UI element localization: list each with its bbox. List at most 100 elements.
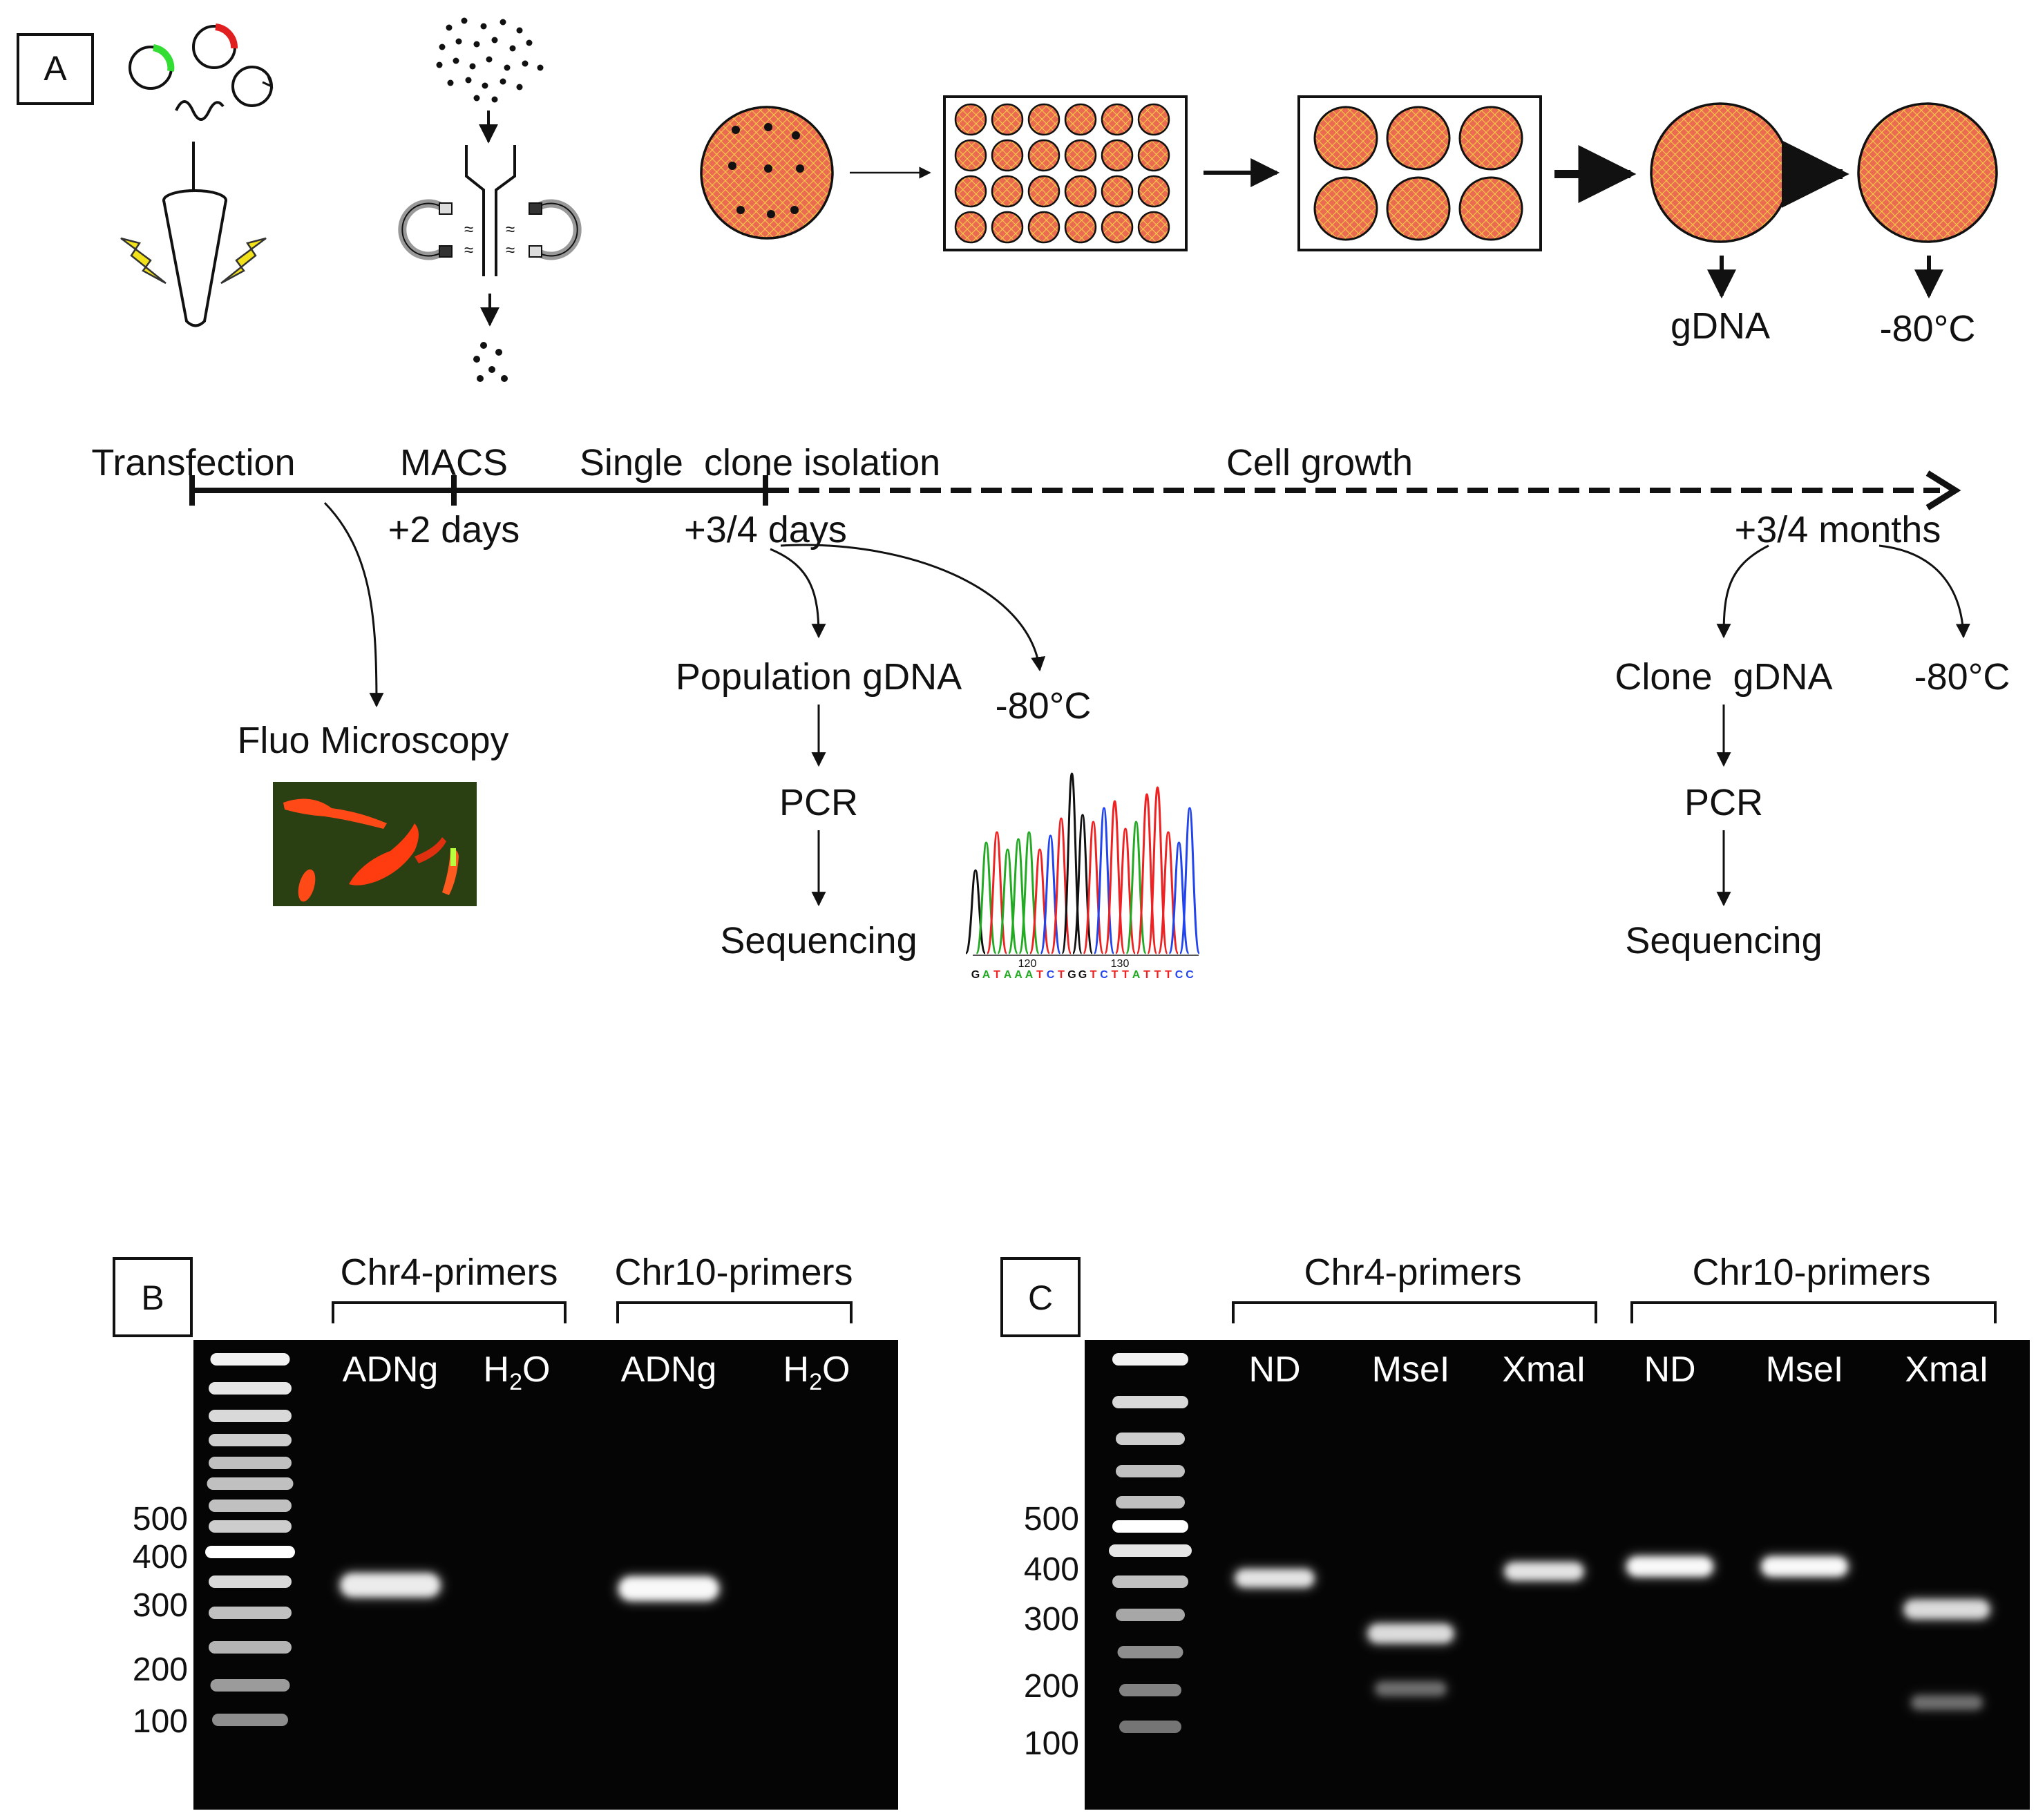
gel-b-bands: [339, 1572, 721, 1602]
gel-c-bands: [1233, 1555, 1992, 1712]
ladder-band: [1112, 1520, 1188, 1533]
ladder-band: [1112, 1396, 1188, 1408]
time-plus-2-days: +2 days: [388, 509, 520, 550]
time-plus-3-4-months: +3/4 months: [1735, 509, 1941, 550]
ladder-band: [209, 1382, 292, 1395]
sample-band: [620, 1578, 718, 1600]
seed-colonies: [728, 123, 804, 218]
ladder-band: [212, 1714, 288, 1726]
chromatogram-base: T: [1112, 969, 1119, 981]
panel-b-bracket-chr4: [332, 1301, 567, 1323]
gel-b-ladder-300: 300: [133, 1587, 188, 1624]
panel-a-letter: A: [44, 49, 67, 88]
sample-band: [1762, 1558, 1847, 1575]
seed-dish: [700, 106, 834, 240]
chromatogram-tick-2: 130: [1111, 958, 1130, 970]
panel-b-group-chr10: Chr10-primers: [614, 1252, 853, 1293]
panel-c-group-chr10: Chr10-primers: [1692, 1252, 1930, 1293]
sample-band: [1905, 1600, 1989, 1618]
clone-pcr-label: PCR: [1684, 782, 1763, 823]
svg-text:≈: ≈: [506, 241, 515, 260]
ladder-band: [209, 1457, 292, 1469]
clone-gdna-label: Clone gDNA: [1615, 656, 1832, 698]
chromatogram-peak: [1168, 841, 1190, 955]
chromatogram-base: C: [1175, 969, 1183, 981]
panel-a: A: [17, 17, 2010, 981]
chromatogram-base: C: [1186, 969, 1194, 981]
chromatogram-base: A: [1014, 969, 1022, 981]
chromatogram-base: A: [1132, 969, 1141, 981]
sample-band: [1376, 1682, 1446, 1696]
gel-b-ladder-100: 100: [133, 1703, 188, 1740]
chromatogram-peak: [1179, 807, 1201, 955]
sample-band: [1505, 1563, 1583, 1580]
chromatogram-base: G: [1067, 969, 1076, 981]
gel-c-ladder-300: 300: [1024, 1601, 1079, 1638]
population-gdna-label: Population gDNA: [676, 656, 962, 698]
chromatogram-base: T: [1090, 969, 1097, 981]
chromatogram-base: T: [1165, 969, 1172, 981]
culture-progression: gDNA -80°C: [700, 95, 1998, 349]
sample-band: [341, 1574, 439, 1596]
stage-cell-growth: Cell growth: [1226, 442, 1413, 483]
ladder-band: [209, 1520, 292, 1533]
ladder-band: [1117, 1646, 1183, 1658]
panel-c: C Chr4-primers Chr10-primers ND MseI Xma…: [1000, 1252, 2030, 1810]
panel-c-letter: C: [1028, 1278, 1053, 1317]
ladder-band: [205, 1546, 295, 1558]
ladder-band: [209, 1410, 292, 1422]
panel-c-bracket-chr4: [1232, 1301, 1597, 1323]
gel-b-lane-2: H2O: [484, 1350, 551, 1395]
gel-c-lane-6: XmaI: [1905, 1350, 1988, 1390]
ladder-band: [1119, 1721, 1181, 1733]
clone-sequencing-label: Sequencing: [1625, 920, 1822, 961]
transfection-icon: [120, 23, 274, 327]
chromatogram-base: T: [1036, 969, 1043, 981]
gel-c-lane-1: ND: [1248, 1350, 1300, 1390]
chromatogram-base: A: [982, 969, 991, 981]
chromatogram-base: C: [1100, 969, 1108, 981]
ladder-band: [209, 1434, 292, 1446]
plate-6-wells: [1313, 106, 1523, 241]
panel-b-group-chr4: Chr4-primers: [340, 1252, 558, 1293]
ladder-band: [210, 1353, 290, 1366]
ladder-band: [1112, 1575, 1188, 1588]
macs-cells-top: [436, 17, 544, 103]
panel-b-bracket-chr10: [616, 1301, 853, 1323]
chromatogram-base: T: [1122, 969, 1129, 981]
clone-freeze-label: -80°C: [1914, 656, 2010, 698]
gel-b-ladder-500: 500: [133, 1501, 188, 1538]
panel-c-group-chr4: Chr4-primers: [1304, 1252, 1521, 1293]
stage-clone-isolation: Single clone isolation: [580, 442, 940, 483]
ladder-band: [1116, 1609, 1185, 1621]
sample-band: [1369, 1625, 1453, 1642]
population-freeze-label: -80°C: [996, 685, 1092, 727]
gel-b: [193, 1340, 898, 1810]
panel-a-letter-box: [17, 33, 94, 105]
chromatogram-base: G: [971, 969, 980, 981]
clone-branch: Clone gDNA -80°C PCR Sequencing: [1615, 544, 2010, 961]
chromatogram-tick-1: 120: [1018, 958, 1037, 970]
panel-b: B Chr4-primers Chr10-primers ADNg H2O AD…: [113, 1252, 898, 1810]
microscopy-branch: Fluo Microscopy: [237, 501, 509, 906]
microscopy-label: Fluo Microscopy: [237, 720, 508, 761]
chromatogram-base: T: [1154, 969, 1161, 981]
gel-c-lane-3: XmaI: [1502, 1350, 1586, 1390]
population-pcr-label: PCR: [779, 782, 858, 823]
ladder-band: [1109, 1544, 1192, 1557]
population-sequencing-label: Sequencing: [720, 920, 917, 961]
microscopy-image: [273, 782, 477, 906]
chromatogram-base: G: [1078, 969, 1087, 981]
svg-text:≈: ≈: [464, 241, 473, 260]
chromatogram-base: T: [1058, 969, 1065, 981]
svg-text:≈: ≈: [506, 220, 515, 239]
ladder-band: [1116, 1465, 1185, 1477]
panel-b-letter-box: [113, 1257, 193, 1337]
chromatogram-base: T: [993, 969, 1000, 981]
gel-c-ladder-400: 400: [1024, 1551, 1079, 1588]
gel-b-lane-4: H2O: [783, 1350, 850, 1395]
gel-c-lane-2: MseI: [1372, 1350, 1450, 1390]
frozen-dish: [1857, 102, 1998, 243]
